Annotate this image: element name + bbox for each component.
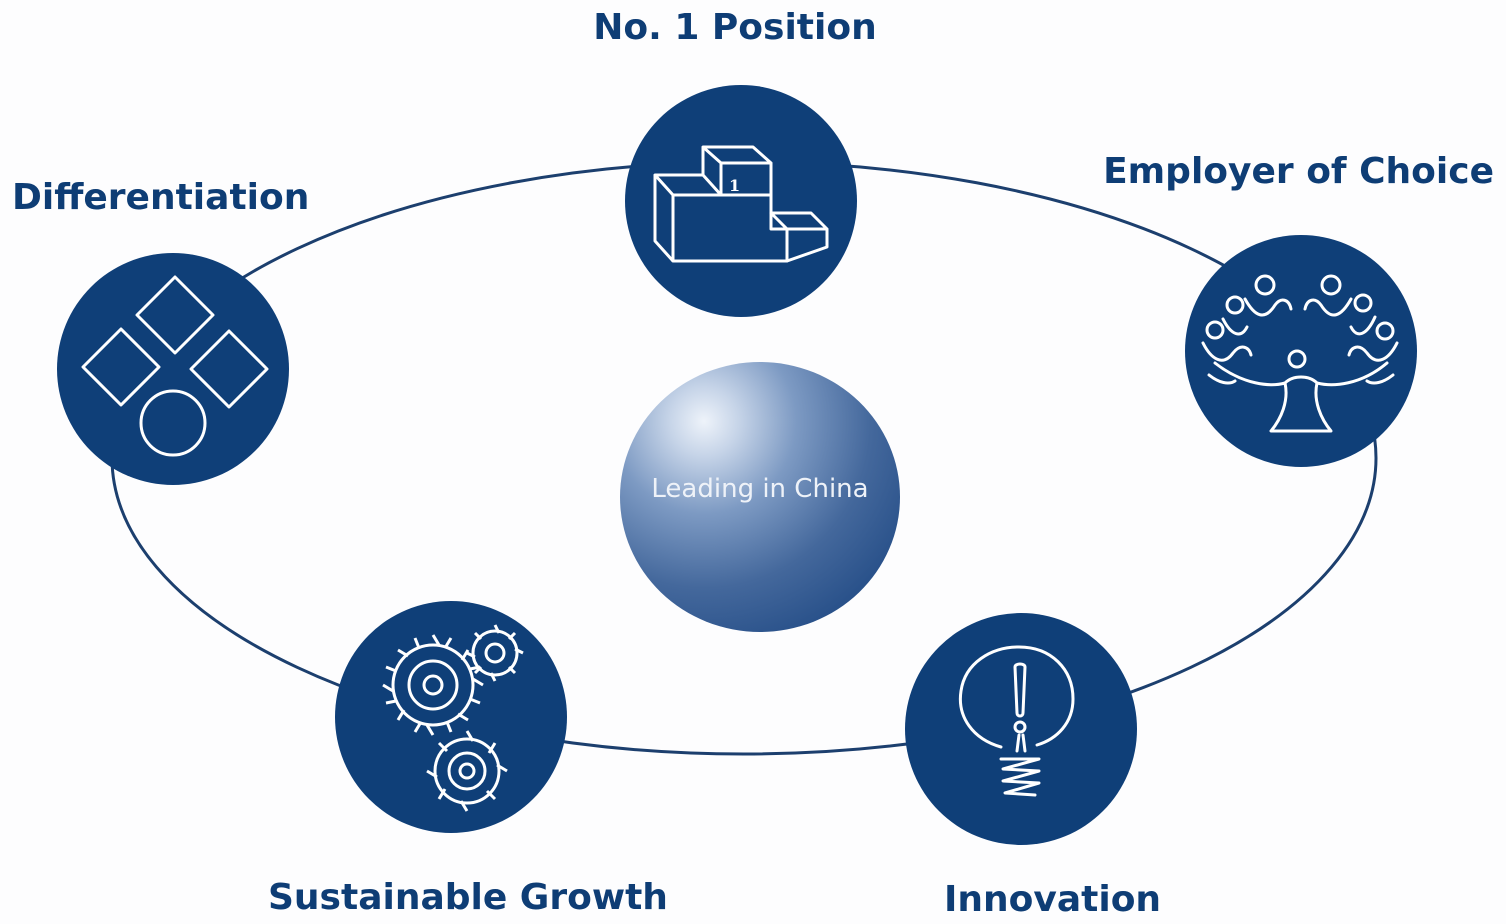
label-innovation: Innovation [944, 879, 1162, 920]
node-no1-position: 1 [625, 85, 857, 317]
podium-rank: 1 [729, 176, 740, 195]
label-employer-of-choice: Employer of Choice [1103, 151, 1494, 192]
gears-icon [382, 624, 524, 812]
center-sphere: Leading in China [620, 362, 900, 632]
node-differentiation [57, 253, 289, 485]
label-differentiation: Differentiation [12, 177, 310, 218]
label-no1-position: No. 1 Position [593, 7, 877, 48]
node-sustainable-growth [335, 601, 567, 833]
node-employer-of-choice [1185, 235, 1417, 467]
lightbulb-icon [958, 645, 1075, 797]
podium-icon: 1 [653, 145, 829, 263]
node-innovation [905, 613, 1137, 845]
team-circle-icon [1201, 274, 1399, 433]
diamond-shapes-icon [81, 275, 269, 457]
center-label: Leading in China [651, 474, 869, 504]
label-sustainable-growth: Sustainable Growth [268, 877, 668, 918]
